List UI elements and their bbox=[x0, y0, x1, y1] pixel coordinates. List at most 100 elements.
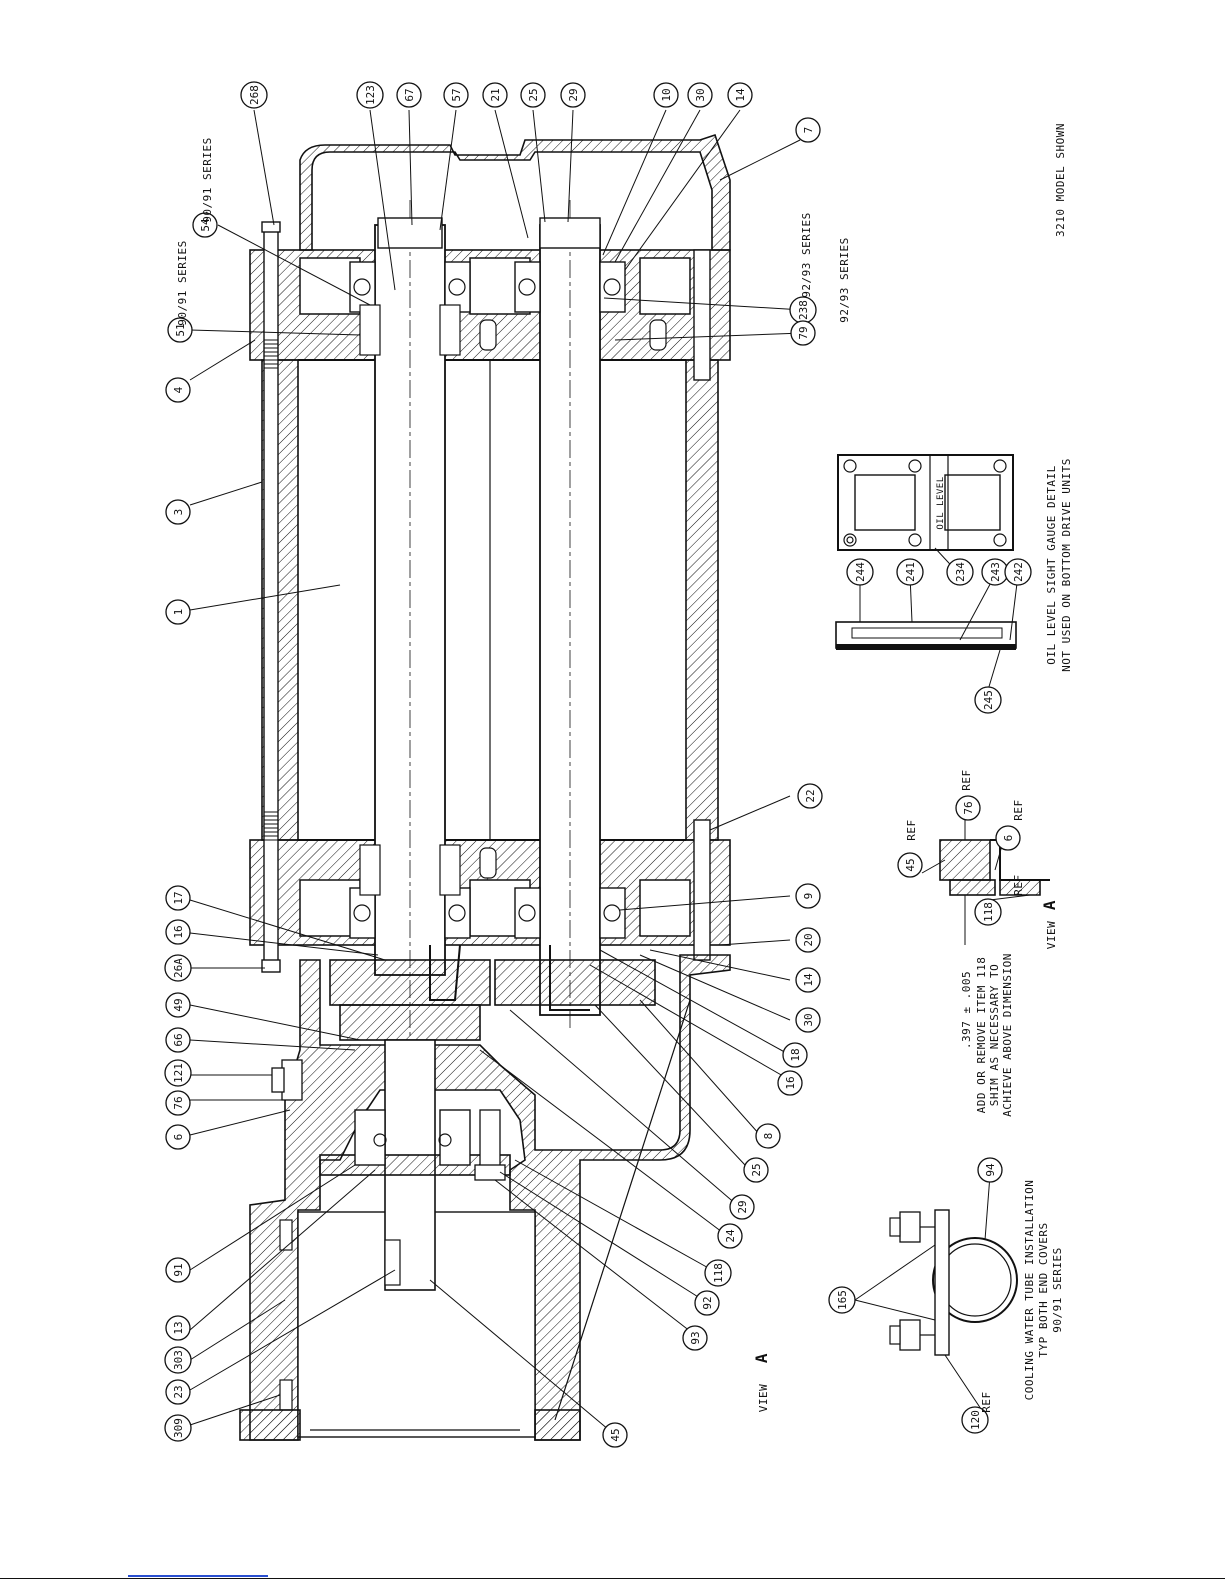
balloon-16b: 16 bbox=[777, 1070, 803, 1096]
balloon-circle bbox=[790, 320, 816, 346]
drum-tube-right-wall bbox=[685, 359, 719, 841]
note-cooling-1: COOLING WATER TUBE INSTALLATION bbox=[1023, 1180, 1036, 1401]
balloon-93: 93 bbox=[682, 1325, 708, 1351]
balloon-circle bbox=[828, 1286, 856, 1314]
balloon-label: 120 bbox=[969, 1410, 982, 1430]
balloon-13: 13 bbox=[165, 1315, 191, 1341]
balloon-45a: 45 bbox=[602, 1422, 628, 1448]
balloon-circle bbox=[356, 81, 384, 109]
balloon-label: 29 bbox=[567, 88, 580, 101]
balloon-circle bbox=[165, 992, 191, 1018]
balloon-circle bbox=[687, 82, 713, 108]
balloon-26A: 26A bbox=[164, 954, 192, 982]
ref-76: REF bbox=[960, 769, 973, 790]
balloon-circle bbox=[743, 1157, 769, 1183]
balloon-label: 244 bbox=[854, 562, 867, 582]
balloon-91: 91 bbox=[165, 1257, 191, 1283]
balloon-92: 92 bbox=[694, 1290, 720, 1316]
balloon-label: 54 bbox=[199, 218, 212, 232]
balloon-circle bbox=[167, 317, 193, 343]
balloon-label: 25 bbox=[750, 1163, 763, 1176]
view-a-marker-main: A bbox=[752, 1353, 771, 1363]
footer-link-underline[interactable] bbox=[128, 1575, 268, 1577]
balloon-22: 22 bbox=[797, 783, 823, 809]
balloon-label: 4 bbox=[172, 386, 185, 393]
ref-45: REF bbox=[905, 819, 918, 840]
balloon-circle bbox=[717, 1223, 743, 1249]
balloon-118a: 118 bbox=[704, 1259, 732, 1287]
balloon-234: 234 bbox=[946, 558, 974, 586]
balloon-29b: 29 bbox=[729, 1194, 755, 1220]
balloon-label: 14 bbox=[802, 973, 815, 987]
balloon-circle bbox=[165, 1315, 191, 1341]
balloon-circle bbox=[995, 825, 1021, 851]
balloon-label: 303 bbox=[172, 1350, 185, 1370]
balloon-25a: 25 bbox=[520, 82, 546, 108]
balloon-label: 3 bbox=[172, 509, 185, 516]
balloon-6a: 6 bbox=[165, 1124, 191, 1150]
balloon-3: 3 bbox=[165, 499, 191, 525]
balloon-circle bbox=[443, 82, 469, 108]
balloon-label: 30 bbox=[694, 88, 707, 101]
balloon-241: 241 bbox=[896, 558, 924, 586]
balloon-circle bbox=[729, 1194, 755, 1220]
balloon-circle bbox=[165, 1090, 191, 1116]
balloon-circle bbox=[165, 599, 191, 625]
balloon-label: 309 bbox=[172, 1418, 185, 1438]
balloon-circle bbox=[704, 1259, 732, 1287]
balloon-17: 17 bbox=[165, 885, 191, 911]
balloon-label: 238 bbox=[797, 300, 810, 320]
balloon-circle bbox=[165, 885, 191, 911]
tie-rod bbox=[263, 229, 279, 971]
main-assembly bbox=[239, 133, 731, 1441]
note-cooling-2: TYP BOTH END COVERS bbox=[1037, 1222, 1050, 1357]
balloon-9: 9 bbox=[795, 883, 821, 909]
balloon-circle bbox=[560, 82, 586, 108]
balloon-circle bbox=[977, 1157, 1003, 1183]
balloon-118b: 118 bbox=[974, 898, 1002, 926]
view-a-detail bbox=[921, 820, 1050, 945]
cooling-water-tube-detail bbox=[854, 1174, 1018, 1416]
balloon-238: 238 bbox=[789, 296, 817, 324]
balloon-circle bbox=[653, 82, 679, 108]
balloon-circle bbox=[164, 1414, 192, 1442]
note-shim-2: SHIM AS NECESSARY TO bbox=[988, 964, 1001, 1106]
balloon-circle bbox=[165, 1257, 191, 1283]
balloon-8: 8 bbox=[755, 1123, 781, 1149]
note-shim-3: ACHIEVE ABOVE DIMENSION bbox=[1001, 953, 1014, 1117]
balloon-76b: 76 bbox=[955, 795, 981, 821]
balloon-121: 121 bbox=[164, 1059, 192, 1087]
balloon-label: 123 bbox=[364, 85, 377, 105]
balloon-18: 18 bbox=[782, 1042, 808, 1068]
gearbox-housing bbox=[249, 954, 731, 1441]
balloon-123: 123 bbox=[356, 81, 384, 109]
balloon-24: 24 bbox=[717, 1223, 743, 1249]
balloon-circle bbox=[165, 919, 191, 945]
balloon-label: 25 bbox=[527, 88, 540, 101]
balloon-label: 16 bbox=[172, 925, 185, 938]
view-a-marker-detail: A bbox=[1040, 900, 1059, 910]
balloon-242: 242 bbox=[1004, 558, 1032, 586]
ref-118: REF bbox=[1012, 874, 1025, 895]
balloon-54: 54 bbox=[192, 212, 218, 238]
upper-end-cover bbox=[299, 133, 731, 251]
balloon-circle bbox=[682, 1325, 708, 1351]
balloon-25b: 25 bbox=[743, 1157, 769, 1183]
balloon-circle bbox=[165, 377, 191, 403]
note-dimension: .397 ± .005 bbox=[960, 971, 973, 1049]
balloon-label: 118 bbox=[982, 902, 995, 922]
balloon-circle bbox=[846, 558, 874, 586]
balloon-label: 79 bbox=[797, 326, 810, 339]
balloon-label: 242 bbox=[1012, 562, 1025, 582]
balloon-label: 26A bbox=[172, 958, 185, 978]
balloon-67: 67 bbox=[396, 82, 422, 108]
leader-lines bbox=[189, 109, 804, 1436]
note-series-9091-54: 90/91 SERIES bbox=[201, 137, 214, 222]
balloon-circle bbox=[946, 558, 974, 586]
balloon-circle bbox=[727, 82, 753, 108]
balloon-303: 303 bbox=[164, 1346, 192, 1374]
gear-hub bbox=[339, 1004, 481, 1041]
balloon-label: 268 bbox=[248, 85, 261, 105]
balloon-circle bbox=[795, 117, 821, 143]
